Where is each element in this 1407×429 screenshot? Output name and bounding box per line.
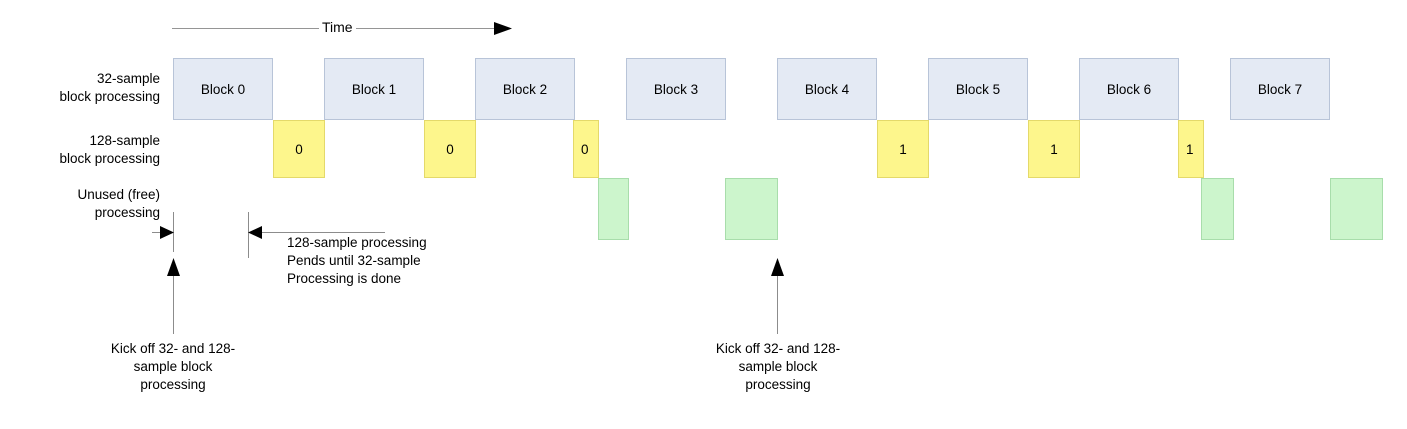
free-block-2	[1201, 178, 1234, 240]
block-2: Block 2	[475, 58, 575, 120]
block-1: Block 1	[324, 58, 424, 120]
free-block-3	[1330, 178, 1383, 240]
row-label-32-sample: 32-sample block processing	[59, 71, 160, 104]
block-128-2: 0	[573, 120, 599, 178]
dimension-leader-left	[152, 232, 174, 233]
block-5: Block 5	[928, 58, 1028, 120]
pend-note: 128-sample processing Pends until 32-sam…	[287, 235, 427, 286]
block-128-0: 0	[273, 120, 325, 178]
dimension-tick-pend-start	[248, 212, 249, 258]
block-4: Block 4	[777, 58, 877, 120]
block-3: Block 3	[626, 58, 726, 120]
kickoff-leader-2	[777, 268, 778, 334]
kickoff-note-1: Kick off 32- and 128- sample block proce…	[110, 341, 236, 392]
block-128-3: 1	[877, 120, 929, 178]
kickoff-leader-1	[173, 268, 174, 334]
pend-leader-line	[248, 232, 385, 233]
time-axis-label: Time	[319, 19, 356, 35]
row-label-128-sample: 128-sample block processing	[59, 133, 160, 166]
free-block-1	[725, 178, 778, 240]
row-label-unused: Unused (free) processing	[77, 187, 160, 220]
block-128-5: 1	[1178, 120, 1204, 178]
block-6: Block 6	[1079, 58, 1179, 120]
block-7: Block 7	[1230, 58, 1330, 120]
block-128-1: 0	[424, 120, 476, 178]
block-0: Block 0	[173, 58, 273, 120]
kickoff-note-2: Kick off 32- and 128- sample block proce…	[715, 341, 841, 392]
block-128-4: 1	[1028, 120, 1080, 178]
free-block-0	[598, 178, 629, 240]
